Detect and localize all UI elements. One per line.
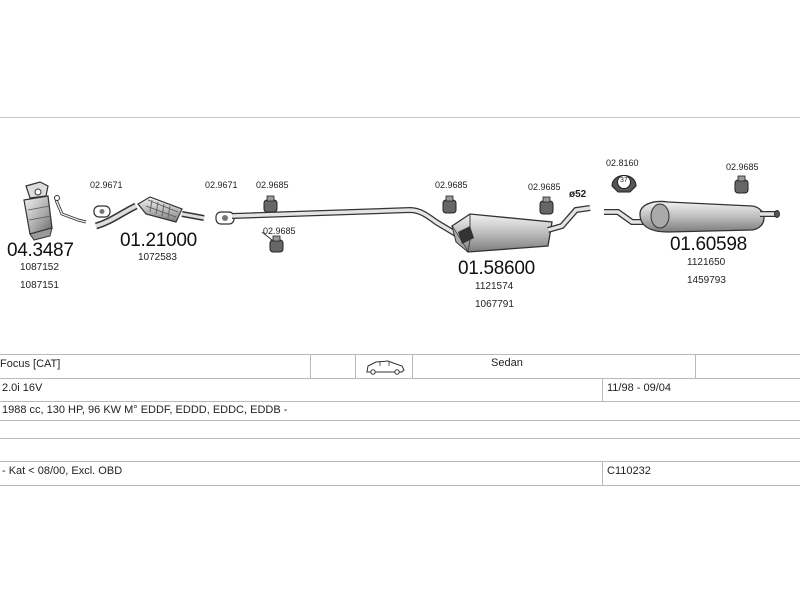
oxygen-sensor-pipe <box>54 195 87 224</box>
table-rule <box>0 401 800 402</box>
part-number-middle-silencer: 01.58600 <box>458 258 535 279</box>
table-rule <box>0 354 800 355</box>
part-ref: 1087152 <box>20 262 59 273</box>
hanger-d-icon <box>539 196 554 215</box>
table-divider <box>310 355 311 378</box>
part-ref: 1121574 <box>475 281 514 292</box>
clamp-a-icon <box>93 205 111 218</box>
hanger-c-label: 02.9685 <box>435 180 468 190</box>
diagram-top-border <box>0 117 800 118</box>
mount-icon <box>611 175 637 193</box>
mount-badge: 37 <box>620 177 628 184</box>
mount-label: 02.8160 <box>606 158 639 168</box>
table-divider <box>602 379 603 401</box>
hanger-b-label: 02.9685 <box>263 226 296 236</box>
part-ref: 1087151 <box>20 280 59 291</box>
part-ref: 1072583 <box>138 252 177 263</box>
hanger-a-icon <box>263 195 278 213</box>
table-rule <box>0 438 800 439</box>
table-rule <box>0 461 800 462</box>
body-type-cell: Sedan <box>491 357 523 369</box>
hanger-d-label: 02.9685 <box>528 182 561 192</box>
part-ref: 1067791 <box>475 299 514 310</box>
exhaust-diagram <box>23 175 780 253</box>
middle-pipe <box>231 206 458 237</box>
table-rule <box>0 420 800 421</box>
hanger-b-icon <box>261 231 284 253</box>
hanger-e-icon <box>734 175 749 194</box>
table-rule <box>0 485 800 486</box>
part-number-rear-silencer: 01.60598 <box>670 234 747 255</box>
rear-connecting-pipe <box>547 205 591 233</box>
middle-silencer <box>451 213 553 253</box>
clamp-b-label: 02.9671 <box>205 180 238 190</box>
model-cell: Focus [CAT] <box>0 358 61 370</box>
catalytic-converter <box>23 181 53 241</box>
part-number-front-pipe: 01.21000 <box>120 230 197 251</box>
note-cell: - Kat < 08/00, Excl. OBD <box>2 465 123 477</box>
rear-pipe <box>604 209 646 225</box>
part-number-catalyst: 04.3487 <box>7 240 74 261</box>
table-divider <box>602 462 603 485</box>
engine-cell: 2.0i 16V <box>2 382 43 394</box>
rear-silencer <box>639 200 780 233</box>
specs-cell: 1988 cc, 130 HP, 96 KW M° EDDF, EDDD, ED… <box>2 404 288 416</box>
diameter-label: ø52 <box>569 189 587 200</box>
clamp-a-label: 02.9671 <box>90 180 123 190</box>
clamp-b-icon <box>215 211 235 225</box>
period-cell: 11/98 - 09/04 <box>607 382 672 394</box>
hanger-c-icon <box>442 195 457 214</box>
hanger-a-label: 02.9685 <box>256 180 289 190</box>
hanger-e-label: 02.9685 <box>726 162 759 172</box>
table-divider <box>412 355 413 378</box>
table-rule <box>0 378 800 379</box>
table-divider <box>355 355 356 378</box>
part-ref: 1121650 <box>687 257 726 268</box>
code-cell: C110232 <box>607 465 651 477</box>
part-ref: 1459793 <box>687 275 726 286</box>
table-divider <box>695 355 696 378</box>
